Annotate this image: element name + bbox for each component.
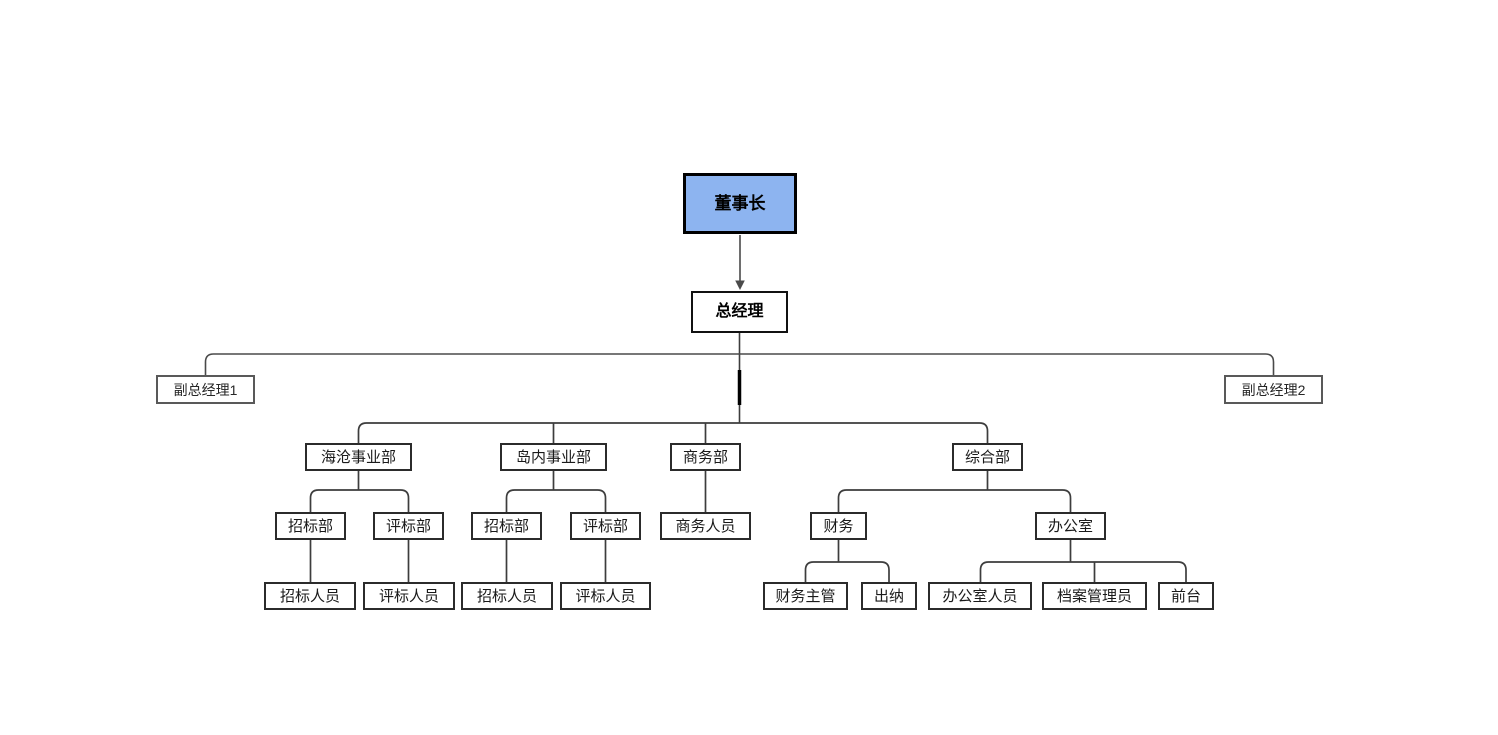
node-label: 评标部 (385, 517, 431, 535)
edge-general-children (837, 471, 1072, 512)
node-finance[interactable]: 财务 (810, 512, 867, 540)
node-general-dept[interactable]: 综合部 (952, 443, 1023, 471)
arrowhead-down-icon (735, 280, 745, 290)
node-general-manager[interactable]: 总经理 (691, 291, 788, 333)
node-label: 商务人员 (675, 517, 736, 535)
node-label: 前台 (1170, 587, 1201, 605)
node-label: 招标部 (483, 517, 529, 535)
node-chairman[interactable]: 董事长 (683, 173, 797, 234)
node-bidding-staff-1[interactable]: 招标人员 (264, 582, 356, 610)
edge-finance-children (804, 540, 890, 582)
node-office-staff[interactable]: 办公室人员 (928, 582, 1032, 610)
edge-rail-departments (357, 422, 989, 443)
node-label: 评标部 (582, 517, 628, 535)
node-label: 招标人员 (279, 587, 340, 605)
node-label: 档案管理员 (1056, 587, 1132, 605)
node-deputy-gm-1[interactable]: 副总经理1 (156, 375, 255, 404)
node-finance-supervisor[interactable]: 财务主管 (763, 582, 848, 610)
node-label: 办公室人员 (942, 587, 1018, 605)
edge-island-children (505, 471, 607, 512)
node-haicang-division[interactable]: 海沧事业部 (305, 443, 412, 471)
node-label: 财务 (823, 517, 854, 535)
node-evaluation-dept-2[interactable]: 评标部 (570, 512, 641, 540)
node-bidding-dept-1[interactable]: 招标部 (275, 512, 346, 540)
node-label: 办公室 (1047, 517, 1093, 535)
node-bidding-dept-2[interactable]: 招标部 (471, 512, 542, 540)
edge-office-children (979, 540, 1187, 582)
node-evaluation-staff-2[interactable]: 评标人员 (560, 582, 651, 610)
node-archives-manager[interactable]: 档案管理员 (1042, 582, 1147, 610)
edge-rail-deputy-gms (204, 353, 1275, 375)
node-label: 总经理 (715, 303, 764, 320)
node-label: 副总经理1 (173, 381, 238, 398)
node-label: 出纳 (873, 587, 904, 605)
node-deputy-gm-2[interactable]: 副总经理2 (1224, 375, 1323, 404)
edge-haicang-children (309, 471, 410, 512)
node-label: 董事长 (714, 194, 766, 213)
node-label: 岛内事业部 (515, 448, 591, 466)
node-evaluation-dept-1[interactable]: 评标部 (373, 512, 444, 540)
node-cashier[interactable]: 出纳 (861, 582, 917, 610)
node-label: 商务部 (682, 448, 728, 466)
node-label: 招标人员 (476, 587, 537, 605)
node-label: 招标部 (287, 517, 333, 535)
node-business-staff[interactable]: 商务人员 (660, 512, 751, 540)
node-label: 财务主管 (775, 587, 836, 605)
node-label: 海沧事业部 (320, 448, 396, 466)
node-island-division[interactable]: 岛内事业部 (500, 443, 607, 471)
node-label: 评标人员 (378, 587, 439, 605)
node-label: 综合部 (964, 448, 1010, 466)
node-reception[interactable]: 前台 (1158, 582, 1214, 610)
node-label: 副总经理2 (1241, 381, 1306, 398)
node-label: 评标人员 (575, 587, 636, 605)
node-business-dept[interactable]: 商务部 (670, 443, 741, 471)
node-evaluation-staff-1[interactable]: 评标人员 (363, 582, 455, 610)
node-bidding-staff-2[interactable]: 招标人员 (461, 582, 553, 610)
node-office[interactable]: 办公室 (1035, 512, 1106, 540)
